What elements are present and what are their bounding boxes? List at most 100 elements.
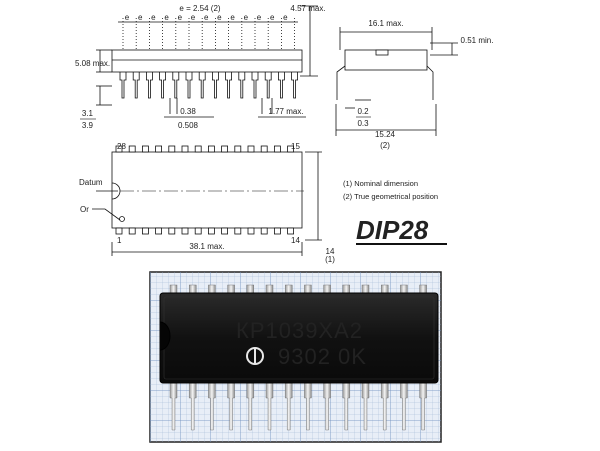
photo-lead-bottom <box>342 382 350 431</box>
side-width-label: 16.1 max. <box>368 19 403 28</box>
pitch-mark: e <box>217 13 222 22</box>
pitch-mark: e <box>283 13 288 22</box>
front-lead <box>264 72 272 99</box>
plan-lead-bottom <box>287 227 295 235</box>
plan-lead-bottom <box>115 227 123 235</box>
photo-lead-bottom <box>265 382 274 431</box>
photo-lead-bottom <box>285 382 293 431</box>
pitch-mark: e <box>164 13 169 22</box>
photo-lead-bottom <box>227 382 235 431</box>
pitch-mark: e <box>230 13 235 22</box>
package-title: DIP28 <box>356 215 429 245</box>
photo-lead-bottom <box>304 382 312 431</box>
pitch-mark: e <box>244 13 249 22</box>
pitch-mark: e <box>138 13 143 22</box>
plan-lead-bottom <box>221 227 229 235</box>
standoff-label: 0.51 min. <box>461 36 494 45</box>
pin-14-label: 14 <box>291 236 300 245</box>
front-view <box>96 5 318 118</box>
photo-lead-bottom <box>246 382 254 431</box>
front-lead <box>251 72 259 99</box>
plan-lead-bottom <box>247 227 255 235</box>
plan-lead-bottom <box>207 227 215 235</box>
side-view <box>335 27 458 136</box>
pitch-mark: e <box>191 13 196 22</box>
chip-marking-line2: 9302 0K <box>278 344 367 369</box>
plan-view-labels: 28 15 1 14 Datum Or 38.1 max. 14 (1) <box>79 142 335 264</box>
plan-lead-top <box>155 145 163 153</box>
photo-lead-bottom <box>381 382 389 431</box>
plan-lead-top <box>207 145 215 153</box>
body-height-label: 5.08 max. <box>75 59 110 68</box>
plan-lead-top <box>194 145 202 153</box>
front-lead <box>159 72 166 99</box>
side-view-labels: 16.1 max. 0.51 min. 0.2 0.3 15.24 (2) <box>356 19 493 150</box>
front-lead <box>146 72 153 99</box>
photo-lead-bottom <box>169 382 178 431</box>
plan-lead-bottom <box>234 227 242 235</box>
plan-lead-bottom <box>273 227 281 235</box>
orientation-label: Or <box>80 205 89 214</box>
notes: (1) Nominal dimension (2) True geometric… <box>343 179 438 201</box>
pitch-mark: e <box>151 13 156 22</box>
photo-lead-bottom <box>189 382 197 431</box>
plan-lead-top <box>247 145 255 153</box>
front-lead <box>238 72 246 99</box>
note-2: (2) True geometrical position <box>343 192 438 201</box>
plan-lead-top <box>181 145 189 153</box>
front-lead <box>132 72 140 99</box>
chip-photo: КР1039ХА2 9302 0K <box>149 271 442 443</box>
front-lead <box>278 72 285 99</box>
pin-1-label: 1 <box>117 236 122 245</box>
plan-lead-top <box>128 145 136 153</box>
front-lead <box>212 72 219 99</box>
pitch-mark: e <box>125 13 130 22</box>
photo-lead-bottom <box>361 382 370 431</box>
length-label: 38.1 max. <box>189 242 224 251</box>
width-label: 14 <box>326 247 335 256</box>
lead-width-max: 0.508 <box>178 121 199 130</box>
pin-15-label: 15 <box>291 142 300 151</box>
lead-length-min: 3.1 <box>82 109 94 118</box>
front-lead <box>225 72 232 99</box>
plan-lead-bottom <box>194 227 202 235</box>
front-lead <box>291 72 298 99</box>
plan-lead-top <box>234 145 242 153</box>
photo-lead-bottom <box>419 382 427 431</box>
chip-marking-line1: КР1039ХА2 <box>236 318 363 343</box>
datum-label: Datum <box>79 178 103 187</box>
row-spacing-note: (2) <box>380 141 390 150</box>
plan-lead-bottom <box>168 227 176 235</box>
lead-length-max: 3.9 <box>82 121 94 130</box>
plan-lead-top <box>141 145 149 153</box>
front-lead <box>185 72 193 99</box>
front-lead <box>172 72 180 99</box>
thickness-min: 0.2 <box>357 107 369 116</box>
plan-lead-bottom <box>181 227 189 235</box>
pitch-mark: e <box>178 13 183 22</box>
pitch-mark: e <box>204 13 209 22</box>
plan-lead-top <box>221 145 229 153</box>
plan-lead-top <box>260 145 268 153</box>
pitch-mark: e <box>257 13 262 22</box>
photo-lead-bottom <box>400 382 408 431</box>
lead-width-min: 0.38 <box>180 107 196 116</box>
pin-28-label: 28 <box>117 142 126 151</box>
plan-lead-top <box>115 145 123 153</box>
height-label: 4.57 max. <box>290 4 325 13</box>
thickness-max: 0.3 <box>357 119 369 128</box>
width-note: (1) <box>325 255 335 264</box>
plan-lead-top <box>287 145 295 153</box>
plan-lead-bottom <box>141 227 149 235</box>
front-lead <box>198 72 206 99</box>
plan-lead-bottom <box>260 227 268 235</box>
photo-lead-bottom <box>323 382 331 431</box>
plan-lead-bottom <box>128 227 136 235</box>
plan-lead-top <box>273 145 281 153</box>
note-1: (1) Nominal dimension <box>343 179 418 188</box>
photo-lead-bottom <box>208 382 216 431</box>
row-spacing-label: 15.24 <box>375 130 396 139</box>
pitch-label: e = 2.54 (2) <box>179 4 220 13</box>
